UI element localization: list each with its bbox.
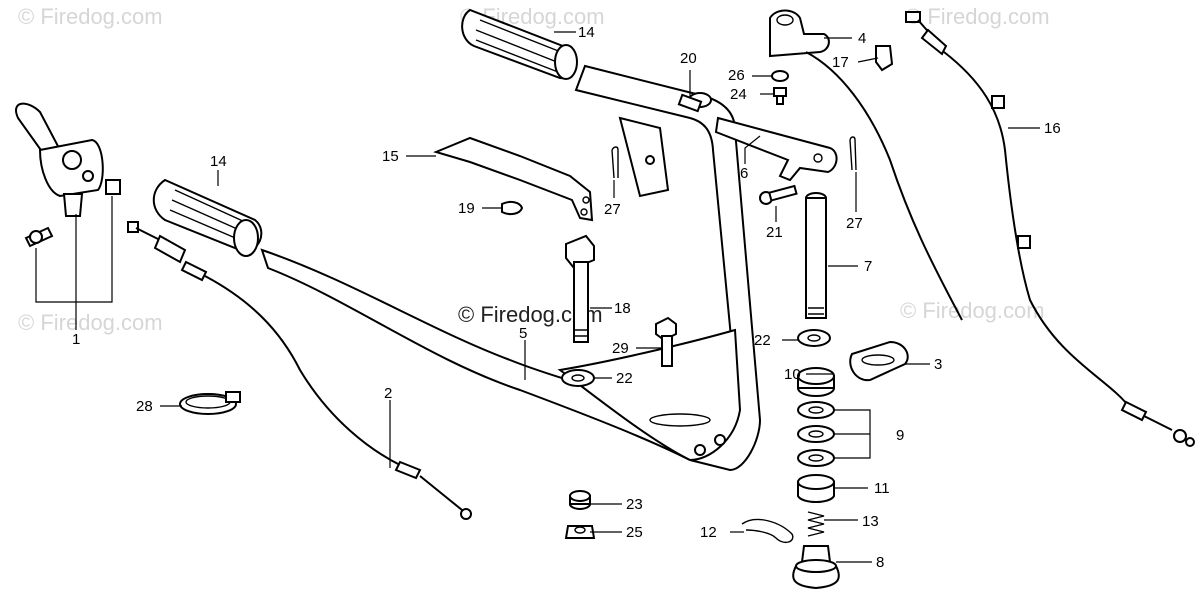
callout-14-left: 14 [210, 153, 227, 170]
callout-20: 20 [680, 50, 697, 67]
callout-15: 15 [382, 148, 399, 165]
screw-24-part [773, 87, 787, 105]
callout-8: 8 [876, 554, 884, 571]
callout-27-right: 27 [846, 215, 863, 232]
callout-6: 6 [740, 165, 748, 182]
bushing-11-part [797, 474, 835, 503]
callout-7: 7 [864, 258, 872, 275]
callout-13: 13 [862, 513, 879, 530]
callout-5: 5 [519, 325, 527, 342]
callout-1: 1 [72, 331, 80, 348]
spring-13-part [807, 511, 825, 537]
grip-left-part [152, 178, 263, 257]
switch-4-part [769, 9, 830, 58]
lever-6-part [714, 116, 838, 182]
callout-28: 28 [136, 398, 153, 415]
washer-26-part [771, 70, 789, 82]
callout-9: 9 [896, 427, 904, 444]
cotter-pin-27b-part [849, 136, 857, 171]
callout-25: 25 [626, 524, 643, 541]
cover-3-part [849, 340, 909, 382]
bracket-15-part [432, 136, 594, 222]
callout-19: 19 [458, 200, 475, 217]
leader-lines [35, 31, 1040, 563]
washer-22a-part [561, 369, 595, 387]
bolt-20-part [677, 92, 712, 113]
callout-10: 10 [784, 366, 801, 383]
callout-24: 24 [730, 86, 747, 103]
callout-26: 26 [728, 67, 745, 84]
callout-23: 23 [626, 496, 643, 513]
nut-25-part [564, 525, 596, 539]
callout-21: 21 [766, 224, 783, 241]
washer-22b-part [797, 329, 831, 347]
callout-17: 17 [832, 54, 849, 71]
callout-29: 29 [612, 340, 629, 357]
knob-8-part [792, 545, 840, 590]
grip-right-part [461, 8, 578, 80]
stem-7-part [805, 192, 827, 319]
clip-17-part [875, 45, 894, 72]
callout-22-left: 22 [616, 370, 633, 387]
watermark-mid-right: © Firedog.com [900, 298, 1045, 323]
nut-23-part [569, 490, 591, 510]
callout-11: 11 [874, 480, 890, 497]
callout-12: 12 [700, 524, 717, 541]
clip-19-part [501, 200, 524, 216]
watermark-mid-left: © Firedog.com [18, 310, 163, 335]
watermark-top-left: © Firedog.com [18, 4, 163, 29]
callout-2: 2 [384, 385, 392, 402]
throttle-lever-part [15, 102, 121, 248]
callout-4: 4 [858, 30, 866, 47]
switch-cable [805, 51, 963, 321]
throttle-cable-part [127, 221, 472, 520]
callout-14-right: 14 [578, 24, 595, 41]
callout-16: 16 [1044, 120, 1061, 137]
watermark-top-right: © Firedog.com [905, 4, 1050, 29]
cable-16-part [905, 11, 1195, 447]
clamp-28-part [179, 391, 241, 415]
callout-18: 18 [614, 300, 631, 317]
clip-12-part [741, 518, 794, 544]
callout-27-left: 27 [604, 201, 621, 218]
collar-10-part [797, 367, 835, 397]
cotter-pin-27a-part [611, 146, 619, 179]
callout-22-right: 22 [754, 332, 771, 349]
washers-9-part [797, 401, 835, 467]
bolt-18-part [565, 234, 595, 343]
handlebar-part [260, 64, 762, 472]
callout-3: 3 [934, 356, 942, 373]
pin-21-part [759, 184, 798, 205]
bolt-29-part [655, 316, 677, 367]
